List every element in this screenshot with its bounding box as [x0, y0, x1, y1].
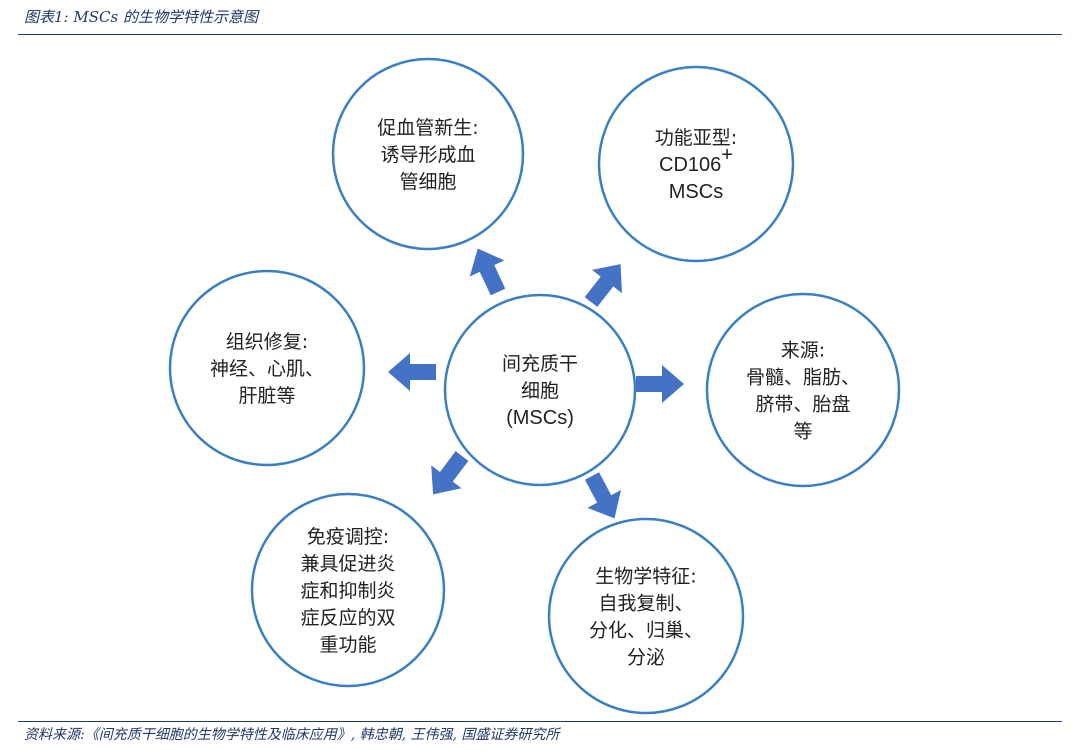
immune-label-line: 兼具促进炎: [300, 553, 395, 575]
biology-label-line: 生物学特征:: [595, 566, 696, 588]
subtype-label-line: 功能亚型:: [655, 127, 737, 149]
center-label-line: 间充质干: [502, 353, 578, 375]
tissue-repair-label-line: 肝脏等: [238, 385, 295, 407]
immune-circle: [250, 492, 446, 688]
arrow-to-subtype: [576, 252, 636, 314]
immune-label-line: 免疫调控:: [307, 526, 389, 548]
arrow-to-angiogenesis: [460, 240, 516, 301]
tissue-repair-label-line: 神经、心肌、: [210, 358, 324, 380]
center-label-line: (MSCs): [506, 407, 574, 429]
top-rule: [18, 34, 1062, 35]
biology-label-line: 分泌: [627, 647, 665, 669]
source-label-line: 等: [793, 421, 812, 443]
source-note: 资料来源:《间充质干细胞的生物学特性及临床应用》, 韩忠朝, 王伟强, 国盛证券…: [24, 727, 560, 743]
subtype-label-line: MSCs: [669, 181, 723, 203]
immune-label-line: 重功能: [319, 634, 376, 656]
angiogenesis-circle: [331, 57, 525, 251]
tissue-repair-circle: [168, 269, 366, 467]
bottom-rule: [18, 721, 1062, 722]
arrow-to-biology: [575, 467, 632, 528]
circles-layer: 间充质干细胞(MSCs)促血管新生:诱导形成血管细胞功能亚型:CD106+MSC…: [168, 57, 901, 715]
tissue-repair-label-line: 组织修复:: [226, 331, 308, 353]
biology-circle: [547, 517, 745, 715]
center-label-line: 细胞: [521, 380, 559, 402]
figure-caption: 图表1: MSCs 的生物学特性示意图: [24, 8, 258, 26]
subtype-circle: [597, 65, 795, 263]
source-label-line: 来源:: [781, 340, 825, 362]
biology-label-line: 分化、归巢、: [589, 620, 703, 642]
immune-label-line: 症反应的双: [300, 607, 395, 629]
source-label-line: 脐带、胎盘: [755, 394, 850, 416]
immune-label-line: 症和抑制炎: [300, 580, 395, 602]
source-label-line: 骨髓、脂肪、: [746, 367, 860, 389]
biology-label-line: 自我复制、: [598, 593, 693, 615]
subtype-superscript: +: [721, 144, 733, 166]
angiogenesis-label-line: 诱导形成血: [380, 144, 475, 166]
arrow-to-source: [636, 365, 684, 403]
arrow-to-tissue-repair: [388, 353, 436, 391]
angiogenesis-label-line: 促血管新生:: [377, 117, 478, 139]
angiogenesis-label-line: 管细胞: [399, 171, 456, 193]
source-circle: [705, 292, 901, 488]
center-circle: [443, 293, 637, 487]
